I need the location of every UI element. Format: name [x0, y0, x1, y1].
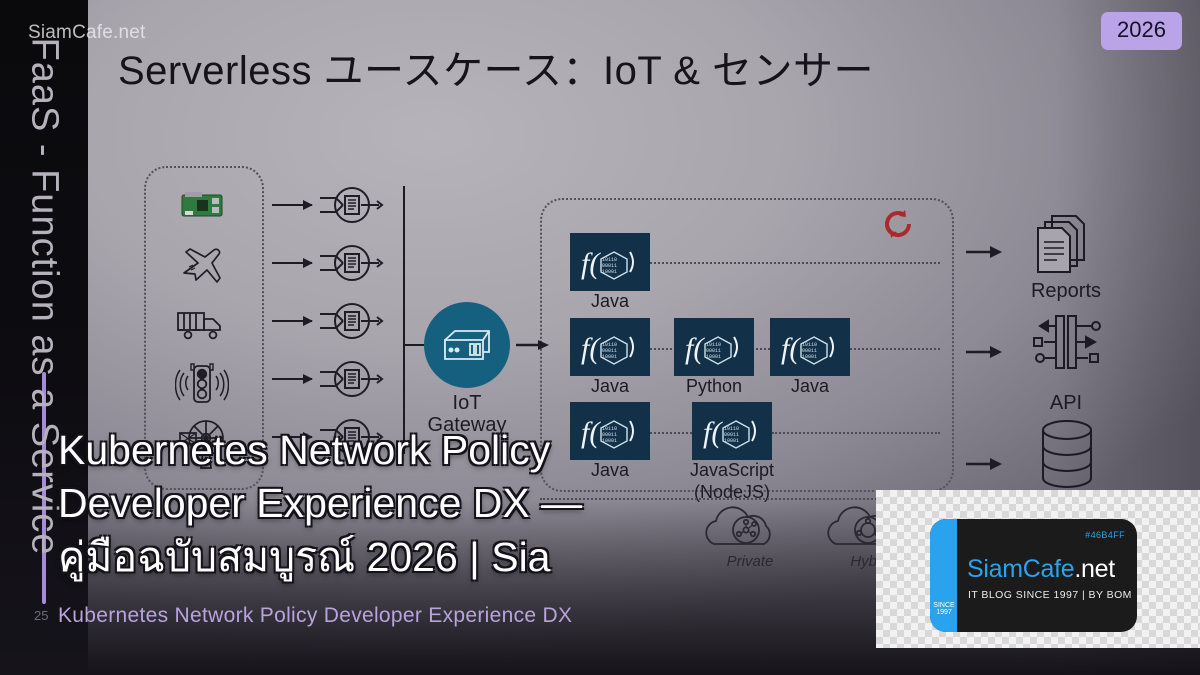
reports-icon — [1030, 212, 1102, 279]
headline-line-3: คู่มือฉบับสมบูรณ์ 2026 | Sia — [58, 533, 551, 580]
message-icon-row — [318, 234, 390, 292]
logo-inner-panel: SINCE 1997 #46B4FF SiamCafe.net IT BLOG … — [930, 519, 1137, 632]
sync-refresh-icon — [880, 206, 916, 247]
message-icon-row — [318, 292, 390, 350]
logo-hex-code: #46B4FF — [1085, 530, 1125, 540]
svg-text:f(: f( — [581, 247, 601, 280]
headline-line-2: Developer Experience DX — — [58, 480, 583, 527]
output-arrow-reports — [966, 245, 1004, 264]
traffic-light-icon — [160, 356, 244, 414]
arrow-row — [272, 350, 313, 408]
logo-brand-tld: .net — [1074, 555, 1115, 583]
fn-dotline — [650, 348, 676, 350]
api-icon — [1026, 312, 1106, 379]
year-badge: 2026 — [1101, 12, 1182, 50]
svg-text:10001: 10001 — [706, 354, 721, 360]
logo-tagline: IT BLOG SINCE 1997 | BY BOM — [968, 589, 1132, 601]
svg-text:f(: f( — [685, 332, 705, 365]
arrow-row — [272, 234, 313, 292]
truck-icon — [160, 296, 244, 354]
reports-label: Reports — [1030, 280, 1102, 302]
headline-line-1: Kubernetes Network Policy — [58, 427, 551, 473]
function-label-java-3: Java — [790, 376, 830, 396]
svg-text:10001: 10001 — [602, 354, 617, 360]
arrow-row — [272, 292, 313, 350]
airplane-icon — [160, 236, 244, 294]
bus-line — [403, 186, 405, 454]
gateway-label-line1: IoT — [452, 392, 482, 414]
overlay-subheadline: Kubernetes Network Policy Developer Expe… — [58, 604, 573, 627]
sidebar-vertical-label: FaaS - Function as a Service — [23, 37, 66, 556]
since-badge-line2: 1997 — [936, 609, 952, 617]
function-label-java-2: Java — [590, 376, 630, 396]
svg-text:f(: f( — [781, 332, 801, 365]
function-label-java-1: Java — [590, 291, 630, 311]
svg-text:10001: 10001 — [802, 354, 817, 360]
arrow-row — [272, 176, 313, 234]
since-badge-line1: SINCE — [933, 601, 955, 609]
fn-dotline — [650, 262, 940, 264]
database-icon — [1036, 418, 1098, 493]
iot-gateway-icon — [424, 302, 510, 388]
logo-brand-name: SiamCafe.net — [967, 555, 1115, 584]
raspberry-pi-icon — [160, 176, 244, 234]
page-number: 25 — [34, 608, 49, 623]
output-arrow-api — [966, 345, 1004, 364]
output-arrow-database — [966, 457, 1004, 476]
svg-text:10001: 10001 — [602, 269, 617, 275]
message-icon-row — [318, 350, 390, 408]
api-label: API — [1049, 392, 1083, 414]
device-arrow-column — [272, 176, 313, 466]
message-icon-column — [318, 176, 390, 466]
watermark-top-left: SiamCafe.net — [28, 22, 146, 43]
fn-dotline — [772, 432, 940, 434]
logo-brand-main: SiamCafe — [967, 555, 1075, 583]
slide-title: Serverless ユースケース：IoT & センサー — [118, 49, 875, 93]
svg-text:f(: f( — [581, 332, 601, 365]
overlay-headline: Kubernetes Network Policy Developer Expe… — [58, 424, 758, 584]
siamcafe-logo-card: SINCE 1997 #46B4FF SiamCafe.net IT BLOG … — [876, 490, 1200, 648]
gateway-out-arrow — [516, 338, 550, 356]
fn-dotline — [845, 348, 940, 350]
message-icon-row — [318, 176, 390, 234]
